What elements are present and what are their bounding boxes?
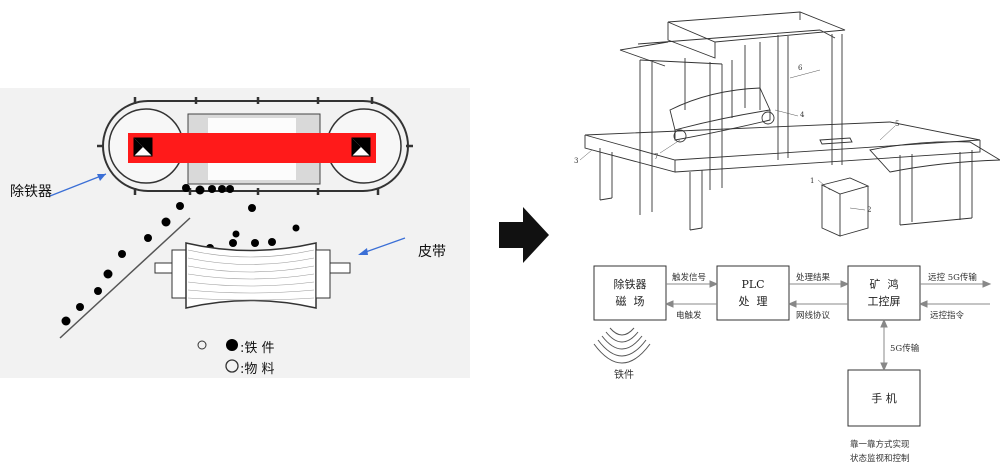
remote-5g-label: 远控 5G传输 (928, 273, 977, 283)
chute-line (59, 217, 191, 339)
part-num-4: 4 (800, 111, 805, 119)
box-screen-label: 矿 鸿 工控屏 (867, 278, 901, 308)
belt-label: 皮带 (418, 244, 446, 260)
box-separator-field (593, 265, 667, 321)
process-result-label: 处理结果 (796, 273, 831, 283)
box-plc (716, 265, 790, 321)
equipment-drawing (579, 11, 1000, 427)
legend-iron-label: :铁 件 (240, 341, 275, 356)
box-phone (847, 369, 921, 427)
legend-material-label: :物 料 (240, 362, 275, 377)
separator-pointer (49, 173, 107, 197)
separator-drawing (0, 88, 470, 378)
network-protocol-label: 网线协议 (796, 311, 831, 321)
iron-symbol (226, 339, 238, 351)
part-num-6: 6 (798, 64, 803, 72)
phone-caption-line2: 状态监视和控制 (850, 454, 910, 464)
arrow-shape (499, 207, 549, 263)
separator-label: 除铁器 (10, 184, 52, 200)
material-symbol-small (197, 340, 207, 350)
material-symbol (225, 359, 239, 373)
part-num-7: 7 (654, 153, 659, 161)
magnet-bar (128, 133, 376, 163)
separator-schematic: 除铁器 皮带 :铁 件 :物 料 (0, 88, 470, 378)
part-num-2: 2 (867, 206, 872, 214)
system-diagram: 6 4 5 7 3 1 2 除铁器 磁 场 PLC 处 理 矿 鸿 工控屏 手 … (560, 0, 1000, 471)
power-trigger-label: 电触发 (676, 311, 702, 321)
box-phone-label: 手 机 (871, 392, 897, 405)
field-waves (593, 327, 651, 364)
part-num-1: 1 (810, 177, 815, 185)
left-hub (133, 137, 153, 157)
part-num-3: 3 (574, 157, 579, 165)
belt-pointer (359, 237, 406, 255)
box-screen (847, 265, 921, 321)
link-5g-label: 5G传输 (890, 344, 920, 354)
right-hub (351, 137, 371, 157)
phone-caption-line1: 靠一靠方式实现 (850, 440, 910, 450)
part-num-5: 5 (895, 120, 900, 128)
remote-cmd-label: 远控指令 (930, 311, 965, 321)
iron-piece-label: 铁件 (614, 370, 634, 381)
trigger-signal-label: 触发信号 (672, 273, 707, 283)
box-plc-label: PLC 处 理 (738, 278, 768, 308)
conveyor-roller (154, 242, 351, 309)
transition-arrow (495, 205, 551, 265)
box-separator-label: 除铁器 磁 场 (613, 278, 647, 308)
belt-cleats (97, 97, 413, 195)
